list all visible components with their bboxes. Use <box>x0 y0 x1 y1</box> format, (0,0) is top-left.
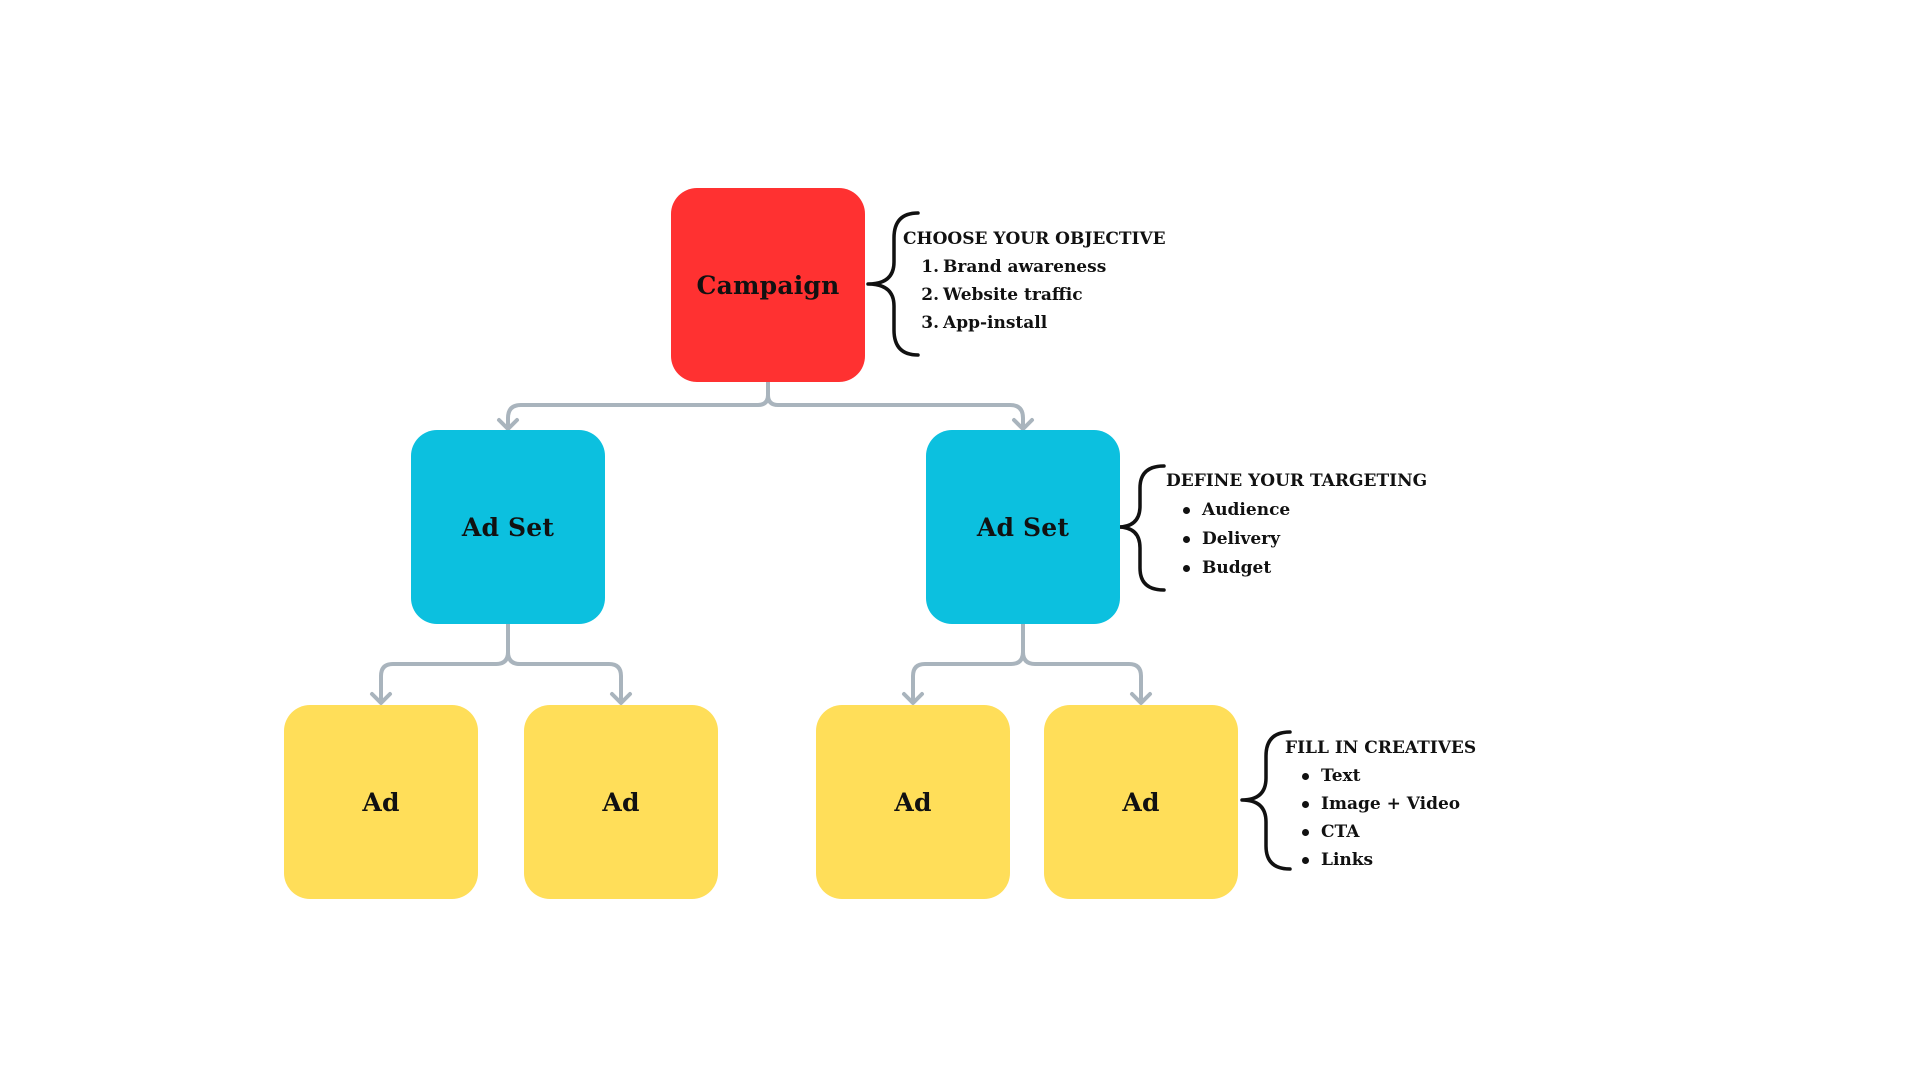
arrowhead-ad-2 <box>610 692 632 705</box>
objective-item-number: 1. <box>921 257 939 277</box>
objective-item-number: 2. <box>921 285 939 305</box>
targeting-title: DEFINE YOUR TARGETING <box>1166 471 1428 491</box>
bullet-icon <box>1302 801 1309 808</box>
targeting-item-text: Budget <box>1202 558 1272 578</box>
connector-adset-left-ad-1 <box>379 621 510 704</box>
adset-node-right: Ad Set <box>926 430 1120 624</box>
bullet-icon <box>1183 507 1190 514</box>
ad-node-4: Ad <box>1044 705 1238 899</box>
arrowhead-ad-4 <box>1130 692 1152 705</box>
ad-3-label: Ad <box>894 787 932 817</box>
bullet-icon <box>1302 857 1309 864</box>
arrowhead-ad-3 <box>902 692 924 705</box>
targeting-item: Audience <box>1166 496 1427 525</box>
ad-node-1: Ad <box>284 705 478 899</box>
brace-targeting <box>1116 464 1166 592</box>
ad-node-2: Ad <box>524 705 718 899</box>
campaign-node: Campaign <box>671 188 865 382</box>
creatives-item: Text <box>1285 762 1476 790</box>
creatives-item-text: Text <box>1321 766 1361 786</box>
objective-title: CHOOSE YOUR OBJECTIVE <box>903 229 1166 249</box>
objective-note: CHOOSE YOUR OBJECTIVE 1.Brand awareness … <box>903 225 1166 337</box>
targeting-item: Budget <box>1166 554 1427 583</box>
objective-item: 2.Website traffic <box>903 281 1166 309</box>
objective-item-number: 3. <box>921 313 939 333</box>
targeting-item-text: Delivery <box>1202 529 1281 549</box>
arrowhead-adset-left <box>497 418 519 431</box>
connector-adset-right-ad-3 <box>911 621 1025 704</box>
bullet-icon <box>1183 536 1190 543</box>
objective-item-text: Website traffic <box>943 285 1083 305</box>
creatives-item: Image + Video <box>1285 790 1476 818</box>
bullet-icon <box>1302 829 1309 836</box>
arrowhead-ad-1 <box>370 692 392 705</box>
connector-campaign-adset-right <box>766 393 1025 430</box>
bullet-icon <box>1183 565 1190 572</box>
objective-item: 1.Brand awareness <box>903 253 1166 281</box>
ad-1-label: Ad <box>362 787 400 817</box>
creatives-item-text: Links <box>1321 850 1374 870</box>
creatives-item: Links <box>1285 846 1476 874</box>
connector-adset-right-ad-4 <box>1021 650 1143 704</box>
creatives-note: FILL IN CREATIVES Text Image + Video CTA… <box>1285 734 1476 874</box>
objective-item-text: Brand awareness <box>943 257 1107 277</box>
adset-right-label: Ad Set <box>976 512 1070 542</box>
arrowhead-adset-right <box>1012 418 1034 431</box>
targeting-note: DEFINE YOUR TARGETING Audience Delivery … <box>1166 467 1427 583</box>
targeting-item: Delivery <box>1166 525 1427 554</box>
connector-adset-left-ad-2 <box>506 650 623 704</box>
brace-creatives <box>1240 730 1292 871</box>
ad-4-label: Ad <box>1122 787 1160 817</box>
adset-node-left: Ad Set <box>411 430 605 624</box>
objective-list: 1.Brand awareness 2.Website traffic 3.Ap… <box>903 253 1166 337</box>
bullet-icon <box>1302 773 1309 780</box>
brace-objective <box>866 211 920 357</box>
ad-2-label: Ad <box>602 787 640 817</box>
creatives-title: FILL IN CREATIVES <box>1285 738 1477 758</box>
creatives-item-text: Image + Video <box>1321 794 1461 814</box>
objective-item-text: App-install <box>943 313 1048 333</box>
targeting-list: Audience Delivery Budget <box>1166 496 1427 583</box>
adset-left-label: Ad Set <box>461 512 555 542</box>
connector-campaign-adset-left <box>506 379 770 430</box>
objective-item: 3.App-install <box>903 309 1166 337</box>
creatives-list: Text Image + Video CTA Links <box>1285 762 1476 874</box>
creatives-item-text: CTA <box>1321 822 1360 842</box>
ad-node-3: Ad <box>816 705 1010 899</box>
creatives-item: CTA <box>1285 818 1476 846</box>
targeting-item-text: Audience <box>1202 500 1291 520</box>
campaign-label: Campaign <box>696 270 840 300</box>
